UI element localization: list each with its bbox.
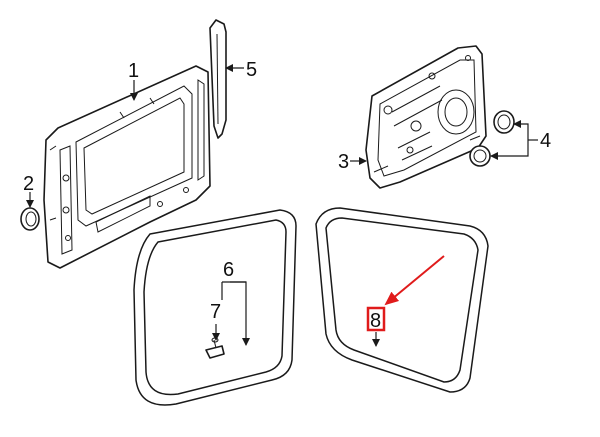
door-seal-front-part[interactable] (133, 209, 297, 406)
callout-1: 1 (128, 60, 139, 82)
callout-3: 3 (338, 151, 349, 173)
trim-panel-part[interactable] (365, 45, 487, 189)
clip-part[interactable] (205, 337, 225, 359)
grommet-lower-part[interactable] (469, 145, 491, 167)
callout-8: 8 (370, 310, 381, 332)
callout-2: 2 (23, 173, 34, 195)
callout-5: 5 (246, 59, 257, 81)
callout-6: 6 (223, 259, 234, 281)
leader-lines (26, 64, 538, 347)
leader-4b (490, 140, 529, 160)
belt-molding-part[interactable] (209, 19, 227, 139)
highlight-box (366, 306, 386, 332)
leader-4 (513, 120, 529, 140)
highlight-arrow (384, 255, 445, 306)
grommet-upper-part[interactable] (493, 110, 515, 134)
callout-7: 7 (210, 301, 221, 323)
plug-part[interactable] (20, 207, 40, 231)
door-shell-part[interactable] (43, 65, 211, 269)
callout-4: 4 (540, 130, 551, 152)
leader-6 (230, 281, 250, 346)
door-seal-rear-part[interactable] (315, 207, 489, 393)
